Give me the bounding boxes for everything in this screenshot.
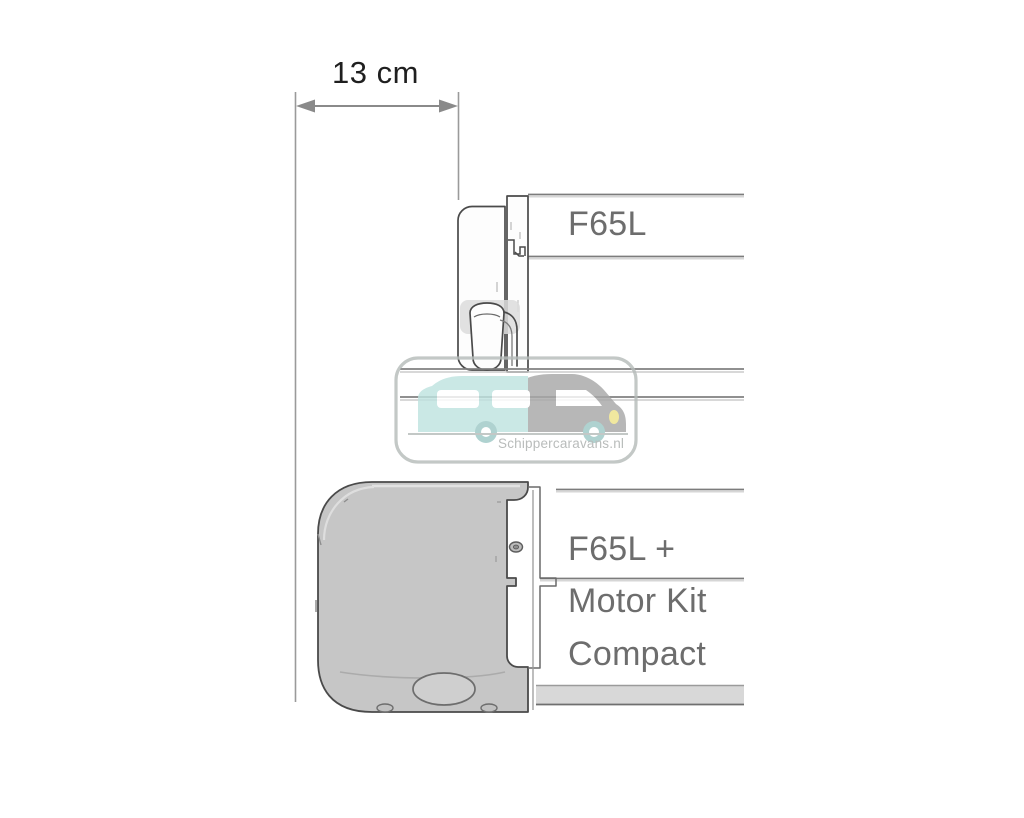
- lower-awning-rail-lines: [540, 488, 744, 582]
- motor-kit-surface-scribes: [315, 498, 501, 612]
- watermark-site-name: Schippercaravans.nl: [498, 436, 625, 451]
- lower-unit-label-line-1: F65L +: [568, 530, 676, 568]
- motor-kit-screw-boss: [508, 541, 524, 553]
- watermark-motorhome-icon: [500, 374, 626, 432]
- watermark-wheels: [475, 421, 605, 443]
- upper-case-bracket-notch: [508, 239, 526, 256]
- watermark-headlight: [609, 410, 619, 424]
- motor-kit-housing-body: [317, 481, 529, 713]
- upper-unit-label: F65L: [568, 205, 647, 243]
- motor-kit-foot-right: [480, 703, 498, 713]
- lower-unit-label-line-3: Compact: [568, 635, 707, 673]
- motor-kit-housing-left-highlight: [322, 485, 375, 541]
- watermark-frame: [394, 356, 638, 464]
- upper-case-bracket-tick: [514, 251, 524, 257]
- dimension-extension-lines: [294, 92, 460, 702]
- dimension-arrow: [296, 99, 458, 113]
- upper-crank-eyelet-inner: [473, 313, 501, 318]
- dimension-label: 13 cm: [332, 55, 419, 90]
- lower-awning-assembly: [315, 481, 744, 713]
- watermark-caravan-icon: [418, 376, 530, 432]
- upper-crank-hook-tail: [503, 311, 518, 367]
- motor-kit-foot-left: [376, 703, 394, 713]
- lower-unit-label-line-2: Motor Kit: [568, 582, 707, 620]
- upper-crank-hook-tail-inner: [499, 319, 513, 366]
- lower-awning-bottom-band: [536, 684, 744, 706]
- motor-kit-right-profile: [528, 486, 557, 669]
- upper-awning-roll-lines: [524, 193, 744, 260]
- motor-kit-oval-port: [412, 672, 476, 706]
